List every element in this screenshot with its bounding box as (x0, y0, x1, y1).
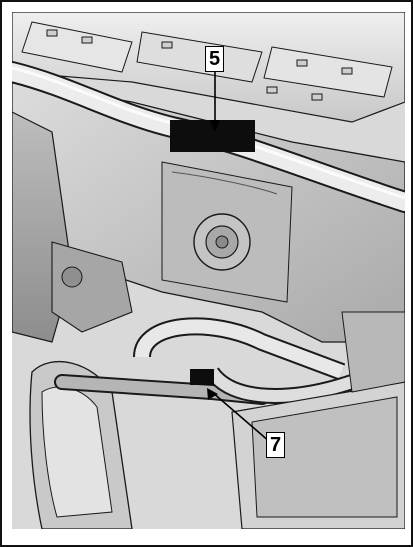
vehicle-rear-illustration (12, 12, 405, 529)
callout-7: 7 (266, 432, 286, 458)
callout-5: 5 (205, 46, 225, 72)
